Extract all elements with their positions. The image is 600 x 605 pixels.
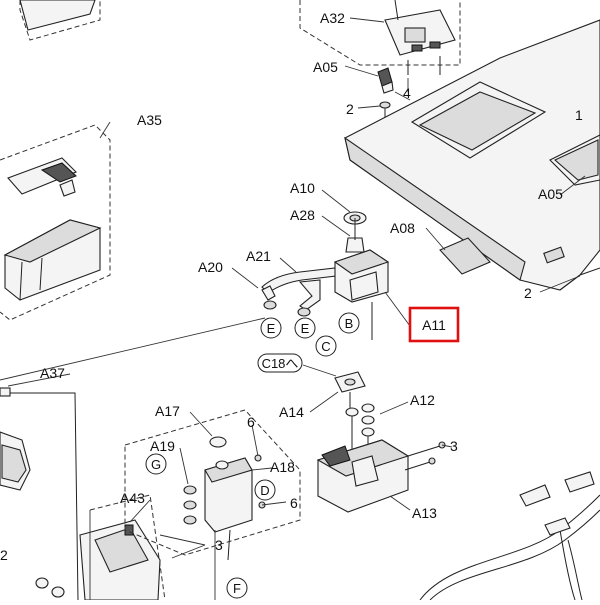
part-a35-assembly — [0, 124, 111, 321]
part-hoses — [261, 267, 337, 317]
label-a10: A10 — [290, 180, 315, 196]
part-a10-pump — [333, 211, 390, 340]
label-a12: A12 — [410, 392, 435, 408]
svg-text:E: E — [267, 321, 276, 336]
label-a37: A37 — [40, 365, 65, 381]
circled-letter-g: G — [145, 453, 167, 475]
label-a32: A32 — [320, 10, 345, 26]
label-6-b: 6 — [290, 495, 298, 511]
label-a14: A14 — [279, 404, 304, 420]
label-a19: A19 — [150, 438, 175, 454]
part-a43-module — [35, 494, 166, 601]
svg-text:E: E — [301, 321, 310, 336]
highlight-box-a11: A11 — [408, 306, 460, 343]
svg-text:D: D — [260, 483, 269, 498]
svg-text:C18へ: C18へ — [262, 356, 299, 371]
part-a14-fitting — [334, 371, 375, 450]
part-a13-valve-block — [316, 439, 446, 513]
svg-text:C: C — [321, 339, 330, 354]
part-a32-board — [299, 0, 461, 75]
part-labels: A32 A05 4 2 1 A35 A05 A10 A28 A08 A21 A2… — [0, 10, 583, 563]
label-a11: A11 — [422, 317, 446, 333]
label-a20: A20 — [198, 259, 223, 275]
circled-letter-d: D — [254, 479, 276, 501]
label-a05-right: A05 — [538, 186, 563, 202]
guide-lines — [0, 317, 266, 600]
label-6-a: 6 — [247, 414, 255, 430]
label-2-right: 2 — [524, 285, 532, 301]
part-top-cover — [344, 19, 600, 291]
circled-letter-c: C — [315, 335, 337, 357]
svg-text:F: F — [233, 581, 241, 596]
part-a08-sheet — [439, 237, 491, 275]
label-4: 4 — [403, 85, 411, 101]
label-a17: A17 — [155, 403, 180, 419]
label-a08: A08 — [390, 220, 415, 236]
top-left-assembly-box — [19, 0, 101, 41]
circled-letter-b: B — [338, 312, 360, 334]
label-a13: A13 — [412, 505, 437, 521]
part-a37-bracket — [0, 387, 79, 601]
label-2-left: 2 — [0, 547, 8, 563]
circled-letter-f: F — [226, 577, 248, 599]
label-a21: A21 — [246, 248, 271, 264]
label-a35: A35 — [137, 112, 162, 128]
label-a28: A28 — [290, 207, 315, 223]
label-a18: A18 — [270, 459, 295, 475]
label-3-b: 3 — [215, 537, 223, 553]
leader-lines — [7, 17, 586, 559]
part-a05-connector-top — [377, 67, 394, 94]
svg-text:G: G — [151, 457, 161, 472]
label-1: 1 — [575, 107, 583, 123]
circled-letter-e-2: E — [294, 317, 316, 339]
label-2-top: 2 — [346, 101, 354, 117]
c18-reference-callout: C18へ — [257, 353, 303, 373]
circled-letter-e-1: E — [260, 317, 282, 339]
label-a43: A43 — [120, 490, 145, 506]
part-wire-harness — [419, 471, 600, 601]
label-3-a: 3 — [450, 438, 458, 454]
svg-text:B: B — [345, 316, 354, 331]
label-a05-top: A05 — [313, 59, 338, 75]
part-a18-manifold — [124, 409, 301, 561]
